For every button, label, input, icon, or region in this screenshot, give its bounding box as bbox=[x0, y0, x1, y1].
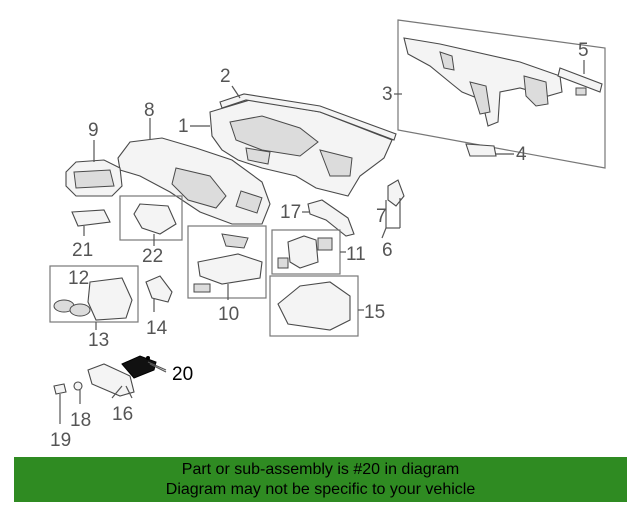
glove-box-part-15 bbox=[277, 281, 351, 331]
switch-panel-part-21 bbox=[71, 209, 111, 227]
callout-4: 4 bbox=[516, 144, 527, 165]
part-15-box bbox=[269, 275, 359, 337]
callout-19: 19 bbox=[50, 430, 71, 451]
banner-line-part-number: Part or sub-assembly is #20 in diagram bbox=[181, 461, 460, 478]
diagram-notice-banner: Part or sub-assembly is #20 in diagram D… bbox=[14, 457, 627, 502]
dashboard-panel-part-1 bbox=[209, 99, 393, 197]
dashboard-top-trim-part-2 bbox=[219, 93, 397, 141]
callout-22: 22 bbox=[142, 246, 163, 267]
lower-trim-part-17 bbox=[307, 199, 355, 237]
callout-10: 10 bbox=[218, 304, 239, 325]
callout-11: 11 bbox=[346, 244, 366, 265]
knob-part-12b bbox=[69, 303, 91, 317]
callout-7: 7 bbox=[376, 206, 387, 227]
callout-21: 21 bbox=[72, 240, 93, 261]
dashboard-reinforcement-frame bbox=[403, 37, 563, 127]
lower-cover-part-16 bbox=[87, 363, 135, 397]
part-13-box bbox=[49, 265, 139, 323]
parts-diagram: 1 2 3 4 5 6 7 8 9 10 11 12 13 14 15 16 1… bbox=[49, 19, 606, 451]
clip-part-19 bbox=[53, 383, 67, 395]
part-10-box bbox=[187, 225, 267, 299]
clip-part-18 bbox=[73, 381, 83, 391]
banner-line-disclaimer: Diagram may not be specific to your vehi… bbox=[165, 481, 476, 498]
callout-6: 6 bbox=[382, 240, 393, 261]
audio-panel-part-13 bbox=[87, 277, 133, 321]
side-vent-part-7 bbox=[387, 179, 405, 207]
callout-1: 1 bbox=[178, 116, 189, 137]
instrument-garnish-opening bbox=[171, 167, 227, 209]
leader-lines bbox=[59, 60, 585, 424]
callout-15: 15 bbox=[364, 302, 385, 323]
garnish-vent bbox=[235, 190, 263, 214]
callout-3: 3 bbox=[382, 84, 393, 105]
callout-17: 17 bbox=[280, 202, 301, 223]
callout-9: 9 bbox=[88, 120, 99, 141]
center-vent-part-11 bbox=[287, 235, 319, 269]
bracket-part-14 bbox=[145, 275, 173, 303]
reinforcement-group-box bbox=[397, 19, 606, 169]
callout-13: 13 bbox=[88, 330, 109, 351]
callout-8: 8 bbox=[144, 100, 155, 121]
part-22-box bbox=[119, 195, 183, 241]
callout-5: 5 bbox=[578, 40, 589, 61]
callout-16: 16 bbox=[112, 404, 133, 425]
callout-14: 14 bbox=[146, 318, 168, 339]
callout-2: 2 bbox=[220, 66, 231, 87]
side-bracket-part-5 bbox=[557, 67, 603, 96]
center-bracket-part-22 bbox=[133, 203, 177, 235]
callout-20: 20 bbox=[172, 364, 193, 385]
center-panel-part-10 bbox=[197, 253, 263, 285]
callout-18: 18 bbox=[70, 410, 91, 431]
bracket-part-4 bbox=[465, 143, 497, 157]
callout-12: 12 bbox=[68, 268, 89, 289]
